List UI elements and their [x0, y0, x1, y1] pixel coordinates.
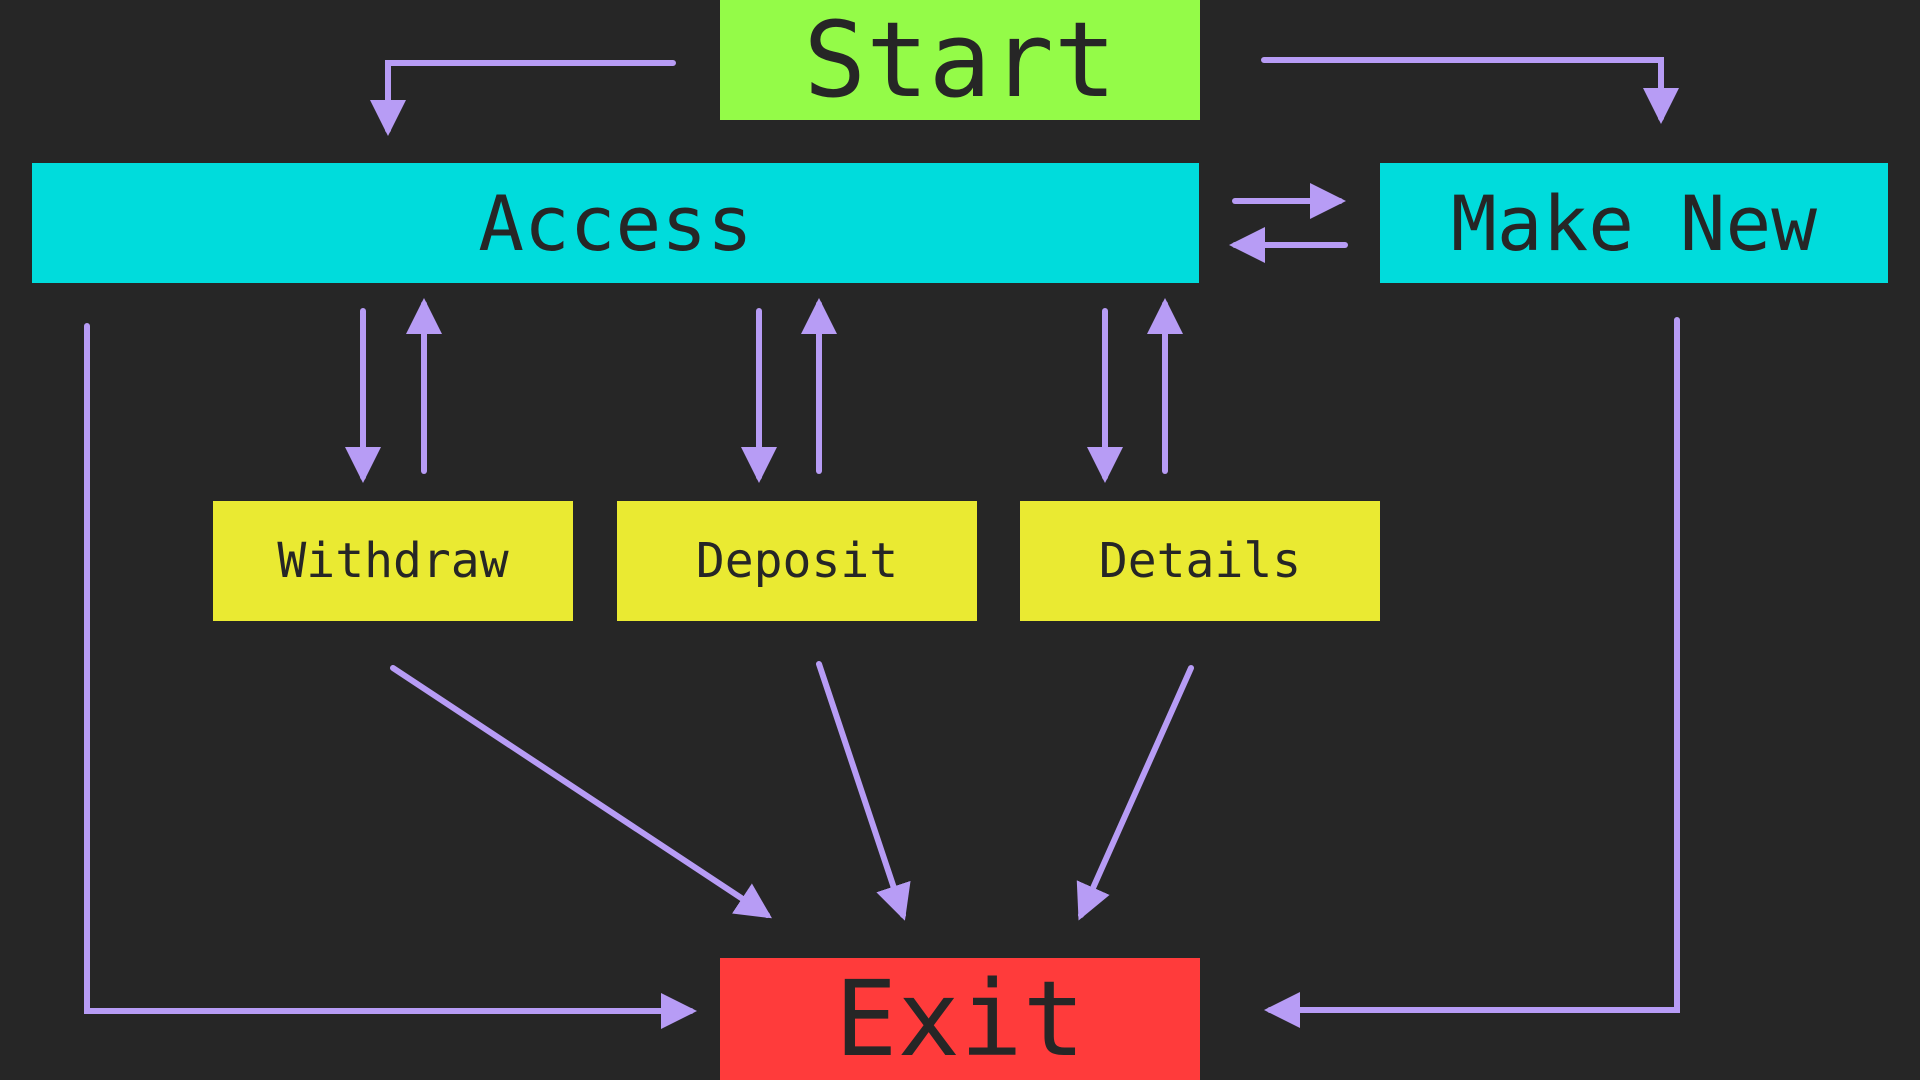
edge-make-new-to-exit — [1264, 317, 1680, 1028]
node-exit: Exit — [720, 958, 1200, 1080]
edge-details-to-exit — [1076, 665, 1194, 921]
node-details-label: Details — [1098, 533, 1302, 589]
node-deposit-label: Deposit — [695, 533, 899, 589]
node-deposit: Deposit — [617, 501, 977, 621]
edge-start-to-make-new — [1261, 57, 1679, 124]
edge-start-to-access — [370, 60, 676, 136]
node-start: Start — [720, 0, 1200, 121]
edge-access-to-exit — [84, 323, 697, 1029]
node-start-label: Start — [803, 0, 1117, 121]
node-withdraw: Withdraw — [213, 501, 573, 621]
edge-withdraw-to-exit — [390, 665, 773, 919]
node-exit-label: Exit — [834, 958, 1086, 1080]
edge-deposit-to-exit — [816, 661, 911, 921]
node-access: Access — [32, 163, 1199, 283]
node-make-new: Make New — [1380, 163, 1888, 283]
node-details: Details — [1020, 501, 1380, 621]
node-access-label: Access — [478, 178, 753, 268]
node-withdraw-label: Withdraw — [277, 533, 509, 589]
node-make-new-label: Make New — [1450, 178, 1818, 268]
